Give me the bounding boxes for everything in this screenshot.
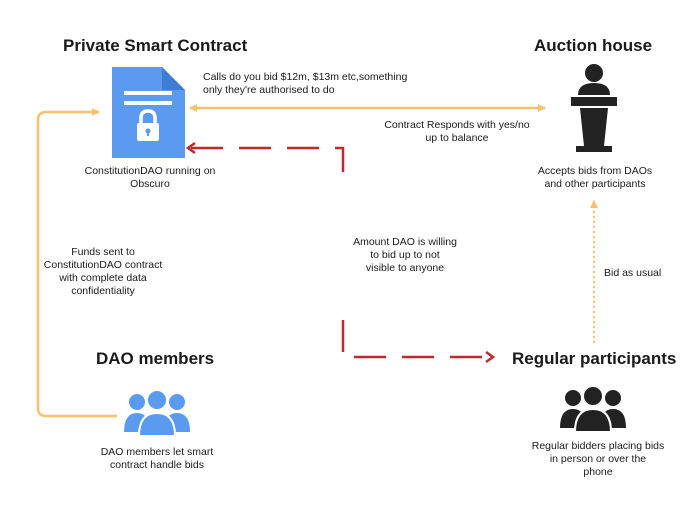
- dao-title: DAO members: [96, 349, 215, 368]
- hidden-amount-marker-top: [185, 141, 196, 155]
- hidden-amount-label: Amount DAO is willing to bid up to not v…: [353, 236, 457, 274]
- auction-caption: Accepts bids from DAOs and other partici…: [537, 165, 653, 190]
- bid-label: Bid as usual: [604, 267, 662, 279]
- participants-caption: Regular bidders placing bids in person o…: [531, 440, 665, 478]
- auction-title: Auction house: [534, 36, 653, 55]
- responds-label: Contract Responds with yes/no up to bala…: [384, 119, 530, 144]
- calls-label: Calls do you bid $12m, $13m etc,somethin…: [203, 71, 408, 96]
- funds-label: Funds sent to ConstitutionDAO contract w…: [43, 246, 163, 297]
- dao-group-users-icon: [124, 389, 190, 437]
- participants-title: Regular participants: [512, 349, 677, 368]
- contract-caption: ConstitutionDAO running on Obscuro: [84, 165, 216, 190]
- locked-document-icon: [112, 67, 185, 158]
- hidden-amount-connector: [191, 146, 495, 359]
- funds-connector: [36, 108, 117, 418]
- contract-title: Private Smart Contract: [63, 36, 248, 55]
- participants-group-users-icon: [560, 385, 626, 433]
- hidden-amount-marker-bottom: [485, 350, 496, 364]
- dao-caption: DAO members let smart contract handle bi…: [100, 446, 214, 471]
- lectern-speaker-icon: [571, 64, 617, 152]
